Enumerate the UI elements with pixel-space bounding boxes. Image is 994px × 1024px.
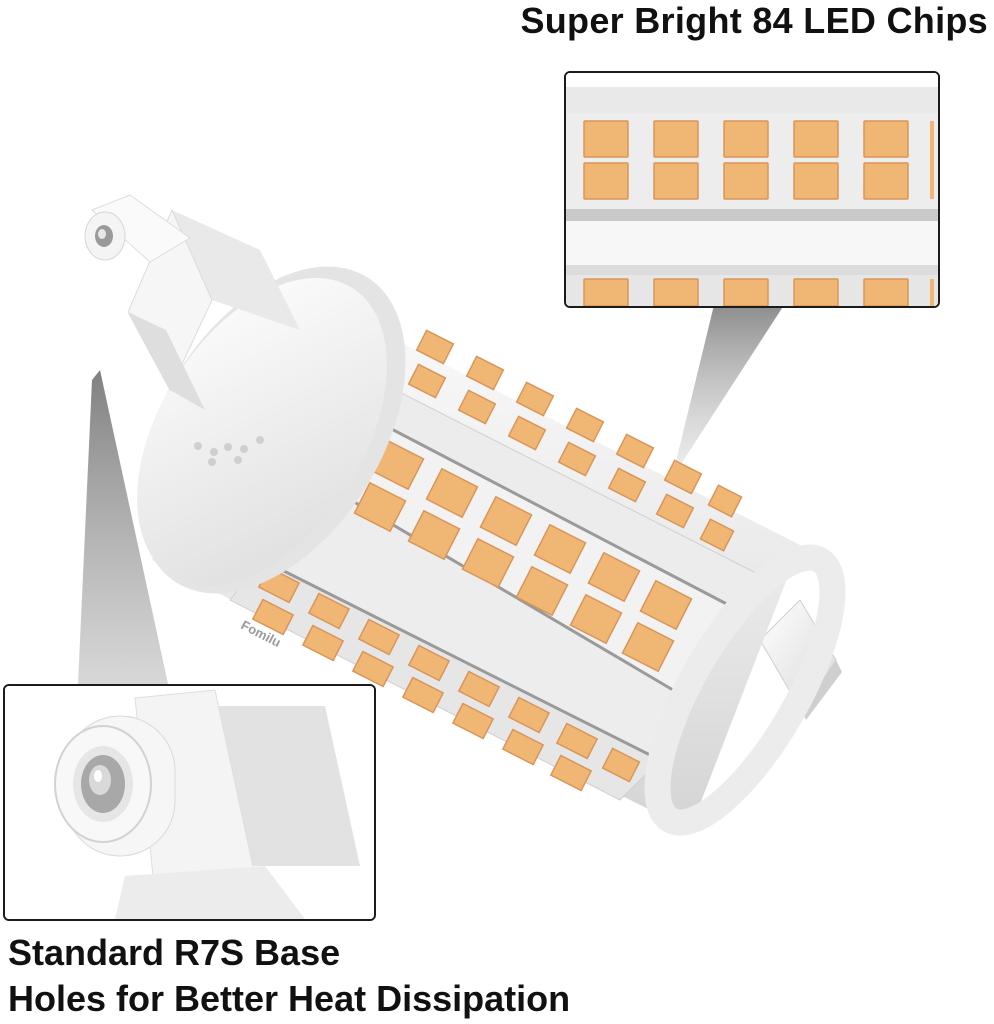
vent-holes [194, 436, 264, 466]
caption-base-type: Standard R7S Base [8, 932, 341, 973]
end-cap-right [644, 544, 846, 836]
led-row-3 [251, 566, 641, 792]
callout-pointer-bottom [78, 370, 168, 684]
led-row-2 [353, 439, 693, 673]
callout-pointer-top [672, 305, 784, 478]
led-row-1 [407, 329, 743, 552]
closeup-led-chips [583, 120, 909, 306]
caption-heat-dissipation: Holes for Better Heat Dissipation [8, 978, 571, 1019]
headline-led-chips: Super Bright 84 LED Chips [520, 0, 988, 41]
led-chip-rows [251, 329, 743, 792]
end-pin-left [84, 194, 300, 410]
r7s-base-closeup-inset [3, 684, 376, 921]
led-chip-closeup-inset [564, 71, 940, 308]
end-cap-left [137, 266, 406, 594]
